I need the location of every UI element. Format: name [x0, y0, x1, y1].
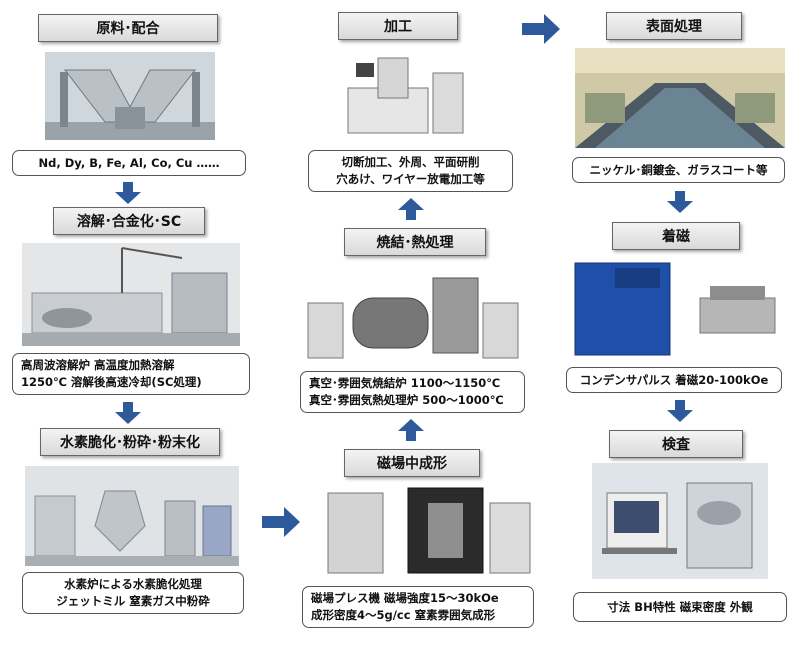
v-blender-photo — [45, 52, 215, 140]
desc-sintering: 真空･雰囲気焼結炉 1100～1150℃ 真空･雰囲気熱処理炉 500～1000… — [300, 371, 525, 413]
press-machine-photo — [318, 483, 536, 579]
induction-furnace-photo — [22, 243, 240, 346]
desc-machining: 切断加工、外周、平面研削 穴あけ、ワイヤー放電加工等 — [308, 150, 513, 192]
step-title-magnetization: 着磁 — [612, 222, 740, 250]
desc-surface-treatment: ニッケル･銅鍍金、ガラスコート等 — [572, 157, 785, 183]
arrow-up-icon — [398, 198, 424, 220]
sintering-furnace-photo — [303, 263, 525, 365]
step-title-raw-materials: 原料･配合 — [38, 14, 218, 42]
desc-line: 穴あけ、ワイヤー放電加工等 — [336, 172, 485, 186]
arrow-down-icon — [115, 182, 141, 204]
plating-line-photo — [575, 48, 785, 148]
magnetizer-photo — [570, 258, 788, 362]
desc-line: 水素炉による水素脆化処理 — [64, 577, 202, 591]
step-title-sintering: 焼結･熱処理 — [344, 228, 486, 256]
step-title-surface-treatment: 表面処理 — [606, 12, 742, 40]
arrow-down-icon — [115, 402, 141, 424]
inspection-equipment-photo — [592, 463, 768, 579]
desc-line: 真空･雰囲気熱処理炉 500～1000℃ — [309, 393, 504, 407]
step-title-melting: 溶解･合金化･SC — [53, 207, 205, 235]
arrow-right-icon — [522, 14, 560, 44]
arrow-down-icon — [667, 191, 693, 213]
desc-magnetization: コンデンサパルス 着磁20-100kOe — [566, 367, 782, 393]
arrow-down-icon — [667, 400, 693, 422]
desc-line: ニッケル･銅鍍金、ガラスコート等 — [589, 162, 768, 177]
desc-line: Nd, Dy, B, Fe, Al, Co, Cu …… — [38, 155, 220, 170]
desc-raw-materials: Nd, Dy, B, Fe, Al, Co, Cu …… — [12, 150, 246, 176]
desc-line: 切断加工、外周、平面研削 — [341, 155, 480, 169]
step-title-machining: 加工 — [338, 12, 458, 40]
desc-inspection: 寸法 BH特性 磁束密度 外観 — [573, 592, 787, 622]
desc-melting: 高周波溶解炉 高温度加熱溶解 1250℃ 溶解後高速冷却(SC処理) — [12, 353, 250, 395]
arrow-up-icon — [398, 419, 424, 441]
desc-line: 寸法 BH特性 磁束密度 外観 — [607, 599, 753, 614]
desc-line: コンデンサパルス 着磁20-100kOe — [579, 372, 769, 387]
desc-line: 成形密度4～5g/cc 窒素雰囲気成形 — [311, 608, 496, 622]
cnc-machine-photo — [328, 48, 478, 146]
desc-line: 真空･雰囲気焼結炉 1100～1150℃ — [309, 376, 501, 390]
step-title-hydrogen: 水素脆化･粉砕･粉末化 — [40, 428, 220, 456]
desc-line: 高周波溶解炉 高温度加熱溶解 — [21, 358, 175, 372]
desc-line: ジェットミル 窒素ガス中粉砕 — [56, 594, 210, 608]
desc-line: 磁場プレス機 磁場強度15～30kOe — [311, 591, 499, 605]
hydrogen-furnace-photo — [25, 466, 239, 566]
step-title-magnetic-pressing: 磁場中成形 — [344, 449, 480, 477]
desc-hydrogen: 水素炉による水素脆化処理 ジェットミル 窒素ガス中粉砕 — [22, 572, 244, 614]
desc-magnetic-pressing: 磁場プレス機 磁場強度15～30kOe 成形密度4～5g/cc 窒素雰囲気成形 — [302, 586, 534, 628]
step-title-inspection: 検査 — [609, 430, 743, 458]
arrow-right-icon — [262, 507, 300, 537]
desc-line: 1250℃ 溶解後高速冷却(SC処理) — [21, 375, 202, 389]
